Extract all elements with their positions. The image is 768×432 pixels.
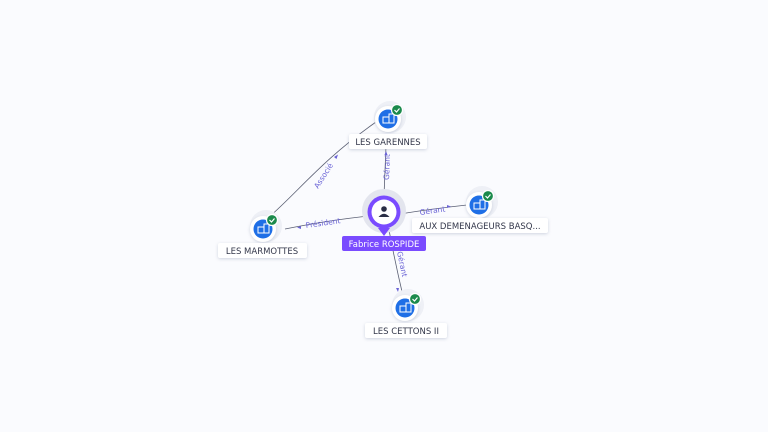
person-node[interactable]: Fabrice ROSPIDE — [342, 189, 426, 251]
edge-arrow-icon — [334, 154, 338, 159]
edge-label-gerant-demenageurs: Gérant — [419, 204, 446, 217]
company-label-demenageurs: AUX DEMENAGEURS BASQ... — [419, 222, 540, 232]
person-label-badge — [342, 236, 426, 251]
company-label-garennes: LES GARENNES — [355, 138, 420, 148]
company-node-garennes[interactable]: LES GARENNES — [349, 101, 427, 149]
verified-check-icon — [481, 189, 495, 203]
building-icon — [399, 302, 412, 313]
edge-arrow-icon — [396, 288, 399, 292]
building-icon — [473, 199, 486, 210]
edge-arrow-icon — [297, 226, 301, 229]
company-label-cettons: LES CETTONS II — [373, 327, 439, 337]
edge-arrow-icon — [447, 205, 451, 208]
company-node-demenageurs[interactable]: AUX DEMENAGEURS BASQ... — [412, 186, 548, 233]
building-icon — [257, 223, 270, 234]
edge-president-marmottes — [284, 215, 370, 230]
edge-label-associe: Associé — [312, 161, 335, 190]
edge-label-gerant-cettons: Gérant — [395, 251, 409, 278]
verified-check-icon — [390, 103, 404, 117]
edge-label-president-marmottes: Président — [305, 216, 341, 230]
person-icon — [378, 206, 390, 217]
edge-arrow-icon — [384, 151, 388, 155]
edges: Gérant Président Gérant Gérant Associé — [267, 121, 468, 297]
company-label-marmottes: LES MARMOTTES — [226, 247, 298, 257]
verified-check-icon — [408, 292, 422, 306]
edge-gerant-cettons — [388, 229, 404, 297]
company-node-marmottes[interactable]: LES MARMOTTES — [218, 210, 307, 258]
verified-check-icon — [265, 213, 279, 227]
building-icon — [382, 113, 395, 124]
company-node-cettons[interactable]: LES CETTONS II — [365, 289, 447, 338]
person-name-label: Fabrice ROSPIDE — [349, 240, 420, 250]
edge-label-gerant-garennes: Gérant — [382, 154, 392, 180]
